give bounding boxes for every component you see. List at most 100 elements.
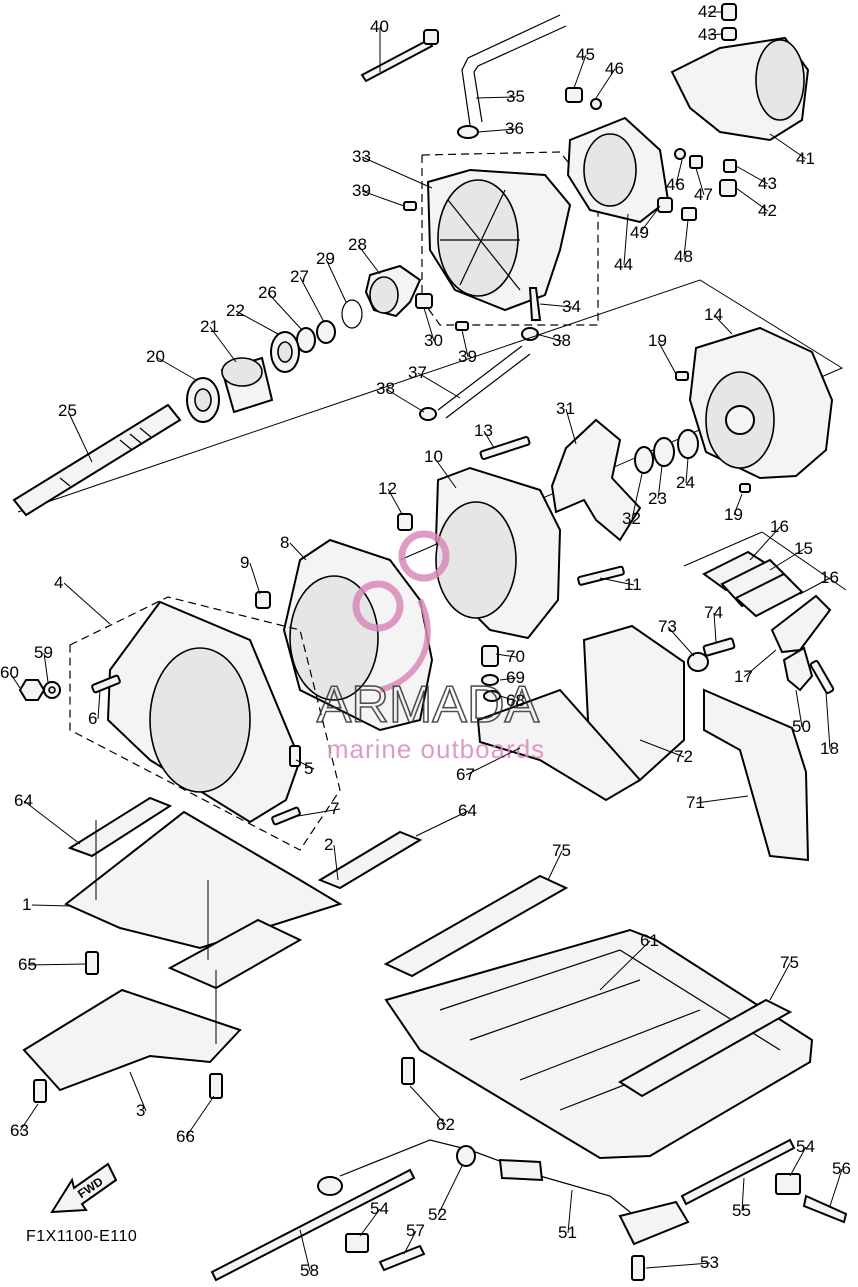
leader-c58 — [299, 1229, 311, 1272]
leader-c23 — [657, 465, 663, 500]
callout-c60: 60 — [0, 663, 19, 682]
callout-c31: 31 — [556, 399, 575, 418]
clamp-38-upper — [521, 327, 539, 341]
leader-c66 — [185, 1095, 215, 1138]
callout-c19b: 19 — [724, 505, 743, 524]
callout-c16b: 16 — [820, 568, 839, 587]
leader-c75a — [547, 850, 563, 881]
leader-c46b — [675, 159, 683, 186]
clamp-38-lower — [419, 407, 437, 421]
leader-c14 — [713, 314, 733, 335]
leader-c16a — [749, 526, 781, 561]
collar-43-bottom — [723, 159, 737, 173]
leader-c1 — [31, 904, 71, 907]
callout-c2: 2 — [324, 835, 333, 854]
leader-c61 — [599, 940, 651, 991]
leader-c43a — [707, 33, 723, 36]
callout-c18: 18 — [820, 739, 839, 758]
leader-c4 — [63, 582, 111, 625]
leader-c42b — [735, 187, 769, 212]
collar-49 — [657, 197, 673, 213]
callout-c30: 30 — [424, 331, 443, 350]
leader-c10 — [433, 456, 457, 489]
leader-c53 — [645, 1262, 711, 1269]
pin-39-lower — [455, 321, 469, 331]
callout-c23: 23 — [648, 489, 667, 508]
leader-c70 — [495, 653, 517, 658]
callout-c53: 53 — [700, 1253, 719, 1272]
pump-group — [397, 326, 834, 640]
callout-c29: 29 — [316, 249, 335, 268]
leader-c43b — [735, 165, 769, 185]
plate-4-dashed-box — [69, 596, 341, 851]
callout-c75b: 75 — [780, 953, 799, 972]
leader-c2 — [333, 844, 339, 881]
bolt-13 — [479, 435, 531, 461]
bolt-30 — [415, 293, 433, 309]
watermark: ARMADA marine outboards — [316, 530, 544, 764]
callout-c48: 48 — [674, 247, 693, 266]
leader-c63 — [19, 1103, 39, 1132]
leader-c18 — [825, 691, 831, 750]
callout-c74: 74 — [704, 603, 723, 622]
leader-c35 — [475, 96, 517, 99]
stud-7 — [271, 806, 301, 826]
callout-c7: 7 — [330, 799, 339, 818]
seal-24 — [677, 429, 699, 459]
cable-group — [210, 1138, 848, 1282]
leader-c24 — [685, 457, 689, 484]
pad-75-right — [618, 998, 793, 1098]
stud-6 — [91, 674, 121, 694]
cable-end-51 — [498, 1158, 544, 1182]
callout-c62: 62 — [436, 1115, 455, 1134]
fwd-arrow-icon — [50, 1162, 118, 1214]
leader-c60 — [9, 672, 21, 689]
callout-c6: 6 — [88, 709, 97, 728]
reference-code: F1X1100-E110 — [26, 1228, 138, 1245]
leader-c75b — [769, 962, 791, 1001]
leader-c7 — [297, 808, 341, 817]
impeller-31 — [550, 418, 642, 542]
leader-c8 — [289, 542, 307, 561]
leader-c19a — [657, 340, 677, 375]
callout-c19a: 19 — [648, 331, 667, 350]
leader-c56 — [829, 1168, 843, 1207]
leader-c41 — [769, 133, 807, 160]
bolt-66 — [209, 1073, 223, 1099]
cable-knob — [317, 1176, 343, 1196]
ride-plate-61 — [384, 928, 814, 1160]
callout-c45: 45 — [576, 45, 595, 64]
leader-c65 — [27, 963, 87, 966]
leader-lines — [9, 11, 843, 1272]
bolt-48 — [681, 207, 697, 221]
lower-left-group — [22, 796, 423, 1103]
collar-12 — [397, 513, 413, 531]
callout-c52: 52 — [428, 1205, 447, 1224]
washer-69 — [481, 674, 499, 686]
leader-c51 — [567, 1189, 573, 1234]
callout-c57: 57 — [406, 1221, 425, 1240]
leader-c64b — [415, 810, 469, 837]
callout-c70: 70 — [506, 647, 525, 666]
leader-c26 — [267, 292, 303, 331]
callout-c40: 40 — [370, 17, 389, 36]
leader-c30 — [423, 307, 435, 342]
callout-c42b: 42 — [758, 201, 777, 220]
callout-c54b: 54 — [370, 1199, 389, 1218]
cable-tie-55 — [680, 1138, 796, 1206]
callout-c27: 27 — [290, 267, 309, 286]
leader-c57 — [403, 1230, 417, 1255]
pin-19-lower — [739, 483, 751, 493]
leader-c47 — [695, 167, 705, 196]
grommet-52 — [456, 1145, 476, 1167]
leader-c13 — [483, 430, 495, 449]
bracket-3 — [22, 988, 242, 1092]
bolt-45 — [565, 87, 583, 103]
leader-c48 — [683, 219, 689, 258]
drive-shaft-group — [12, 279, 844, 561]
callout-c34: 34 — [562, 297, 581, 316]
callout-c64a: 64 — [14, 791, 33, 810]
hose-37 — [437, 345, 531, 419]
callout-c22: 22 — [226, 301, 245, 320]
leader-c45 — [573, 54, 587, 89]
